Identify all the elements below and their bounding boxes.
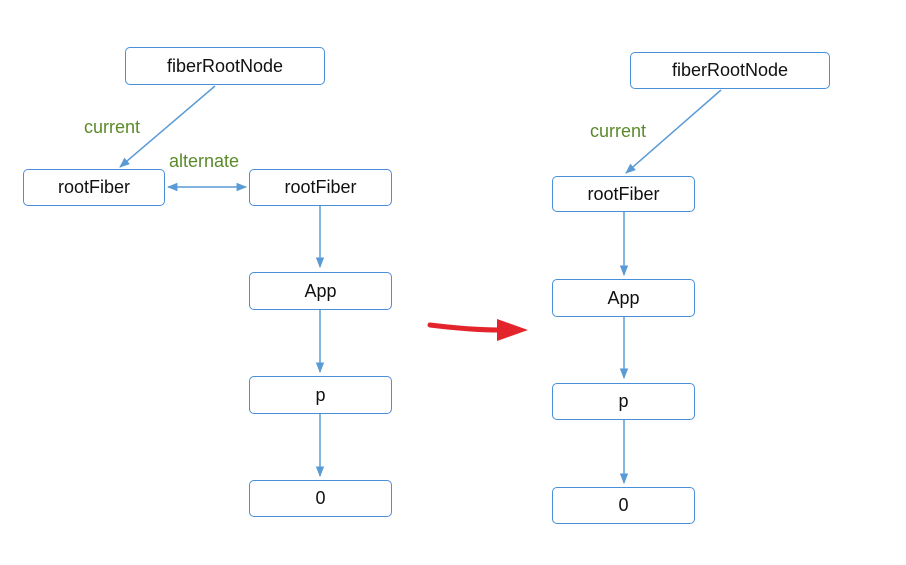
- before-text-node: 0: [249, 480, 392, 517]
- before-current-root-fiber: rootFiber: [23, 169, 165, 206]
- after-root-fiber: rootFiber: [552, 176, 695, 212]
- edge-after-current: [625, 89, 722, 174]
- edge-before-current: [119, 85, 216, 168]
- transition-arrow: [427, 319, 528, 341]
- after-app-node: App: [552, 279, 695, 317]
- after-current-label: current: [590, 121, 647, 141]
- after-text-node: 0: [552, 487, 695, 524]
- before-current-label: current: [84, 117, 141, 137]
- after-fiber-root-node: fiberRootNode: [630, 52, 830, 89]
- before-app-node: App: [249, 272, 392, 310]
- before-wip-root-fiber: rootFiber: [249, 169, 392, 206]
- before-fiber-root-node: fiberRootNode: [125, 47, 325, 85]
- after-p-node: p: [552, 383, 695, 420]
- before-p-node: p: [249, 376, 392, 414]
- before-alternate-label: alternate: [169, 151, 240, 171]
